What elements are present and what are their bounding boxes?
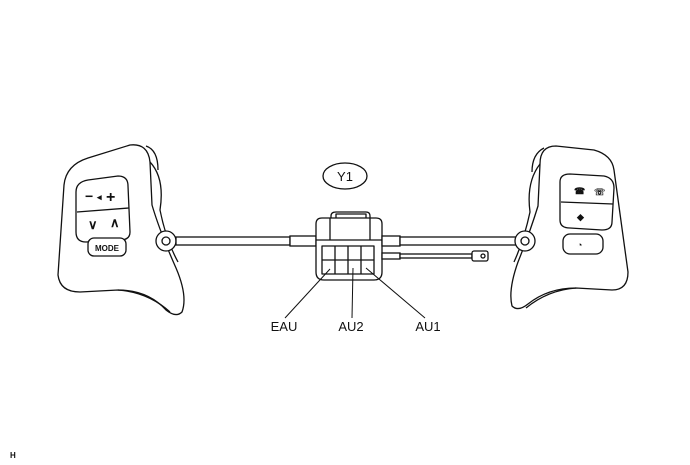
voice-command-icon: ◆	[576, 212, 585, 222]
connector-label: Y1	[337, 169, 353, 184]
volume-minus-icon: −	[85, 188, 93, 204]
left-cable	[175, 235, 317, 247]
connector-y1	[315, 211, 383, 281]
volume-plus-icon: +	[106, 189, 115, 206]
terminal-label-eau: EAU	[271, 319, 298, 334]
left-steering-switch	[57, 144, 185, 316]
right-steering-switch	[510, 145, 629, 310]
terminal-label-au2: AU2	[338, 319, 363, 334]
seek-up-icon: ∧	[110, 215, 120, 230]
connector-tag-ellipse	[322, 162, 368, 190]
mode-button-label: MODE	[95, 244, 120, 253]
speaker-icon: ◂	[96, 192, 102, 202]
seek-down-icon: ∨	[88, 217, 98, 232]
phone-on-hook-icon: ☎	[574, 186, 585, 196]
talk-icon: ◔	[577, 240, 582, 250]
terminal-leaders	[284, 267, 426, 319]
right-cables	[381, 235, 519, 262]
terminal-label-au1: AU1	[415, 319, 440, 334]
corner-code: H	[10, 451, 16, 460]
phone-off-hook-icon: ☏	[594, 187, 605, 197]
